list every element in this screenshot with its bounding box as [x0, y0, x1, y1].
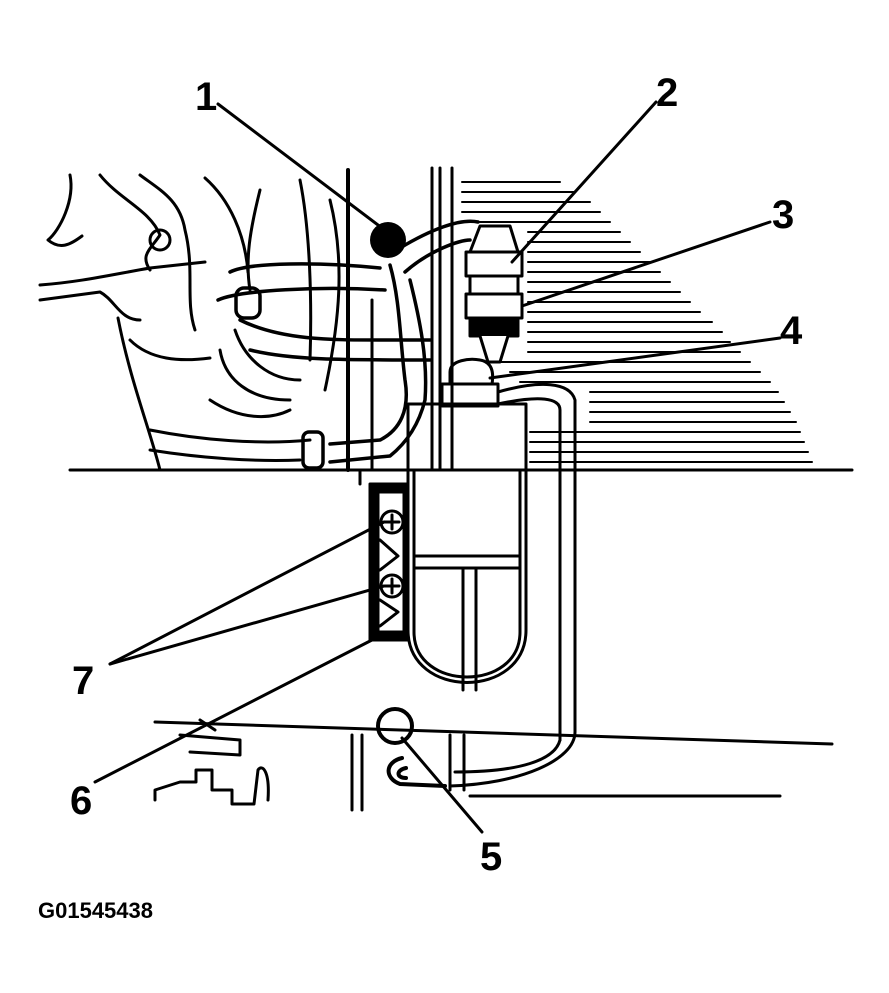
engine-structure — [38, 168, 374, 472]
receiver-dehydrator — [406, 402, 528, 692]
leader-lines — [93, 100, 782, 834]
callout-2-label: 2 — [656, 71, 678, 115]
mounting-bracket — [368, 482, 410, 642]
pressure-switch — [464, 224, 524, 364]
callout-7-label: 7 — [72, 659, 94, 703]
condenser-fins — [430, 166, 813, 472]
callout-4-label: 4 — [780, 309, 803, 353]
outlet-tube — [448, 468, 577, 788]
callout-3-label: 3 — [772, 193, 794, 237]
radiator-support — [68, 468, 854, 812]
o-ring-seal — [376, 707, 447, 788]
hose-clamp-ring — [370, 222, 406, 258]
dehydrator-fitting — [440, 357, 577, 472]
callout-6-label: 6 — [70, 779, 92, 823]
callout-5-label: 5 — [480, 835, 502, 879]
figure-id: G01545438 — [38, 898, 153, 923]
callout-1-label: 1 — [195, 75, 217, 119]
refrigerant-hoses — [216, 219, 480, 470]
